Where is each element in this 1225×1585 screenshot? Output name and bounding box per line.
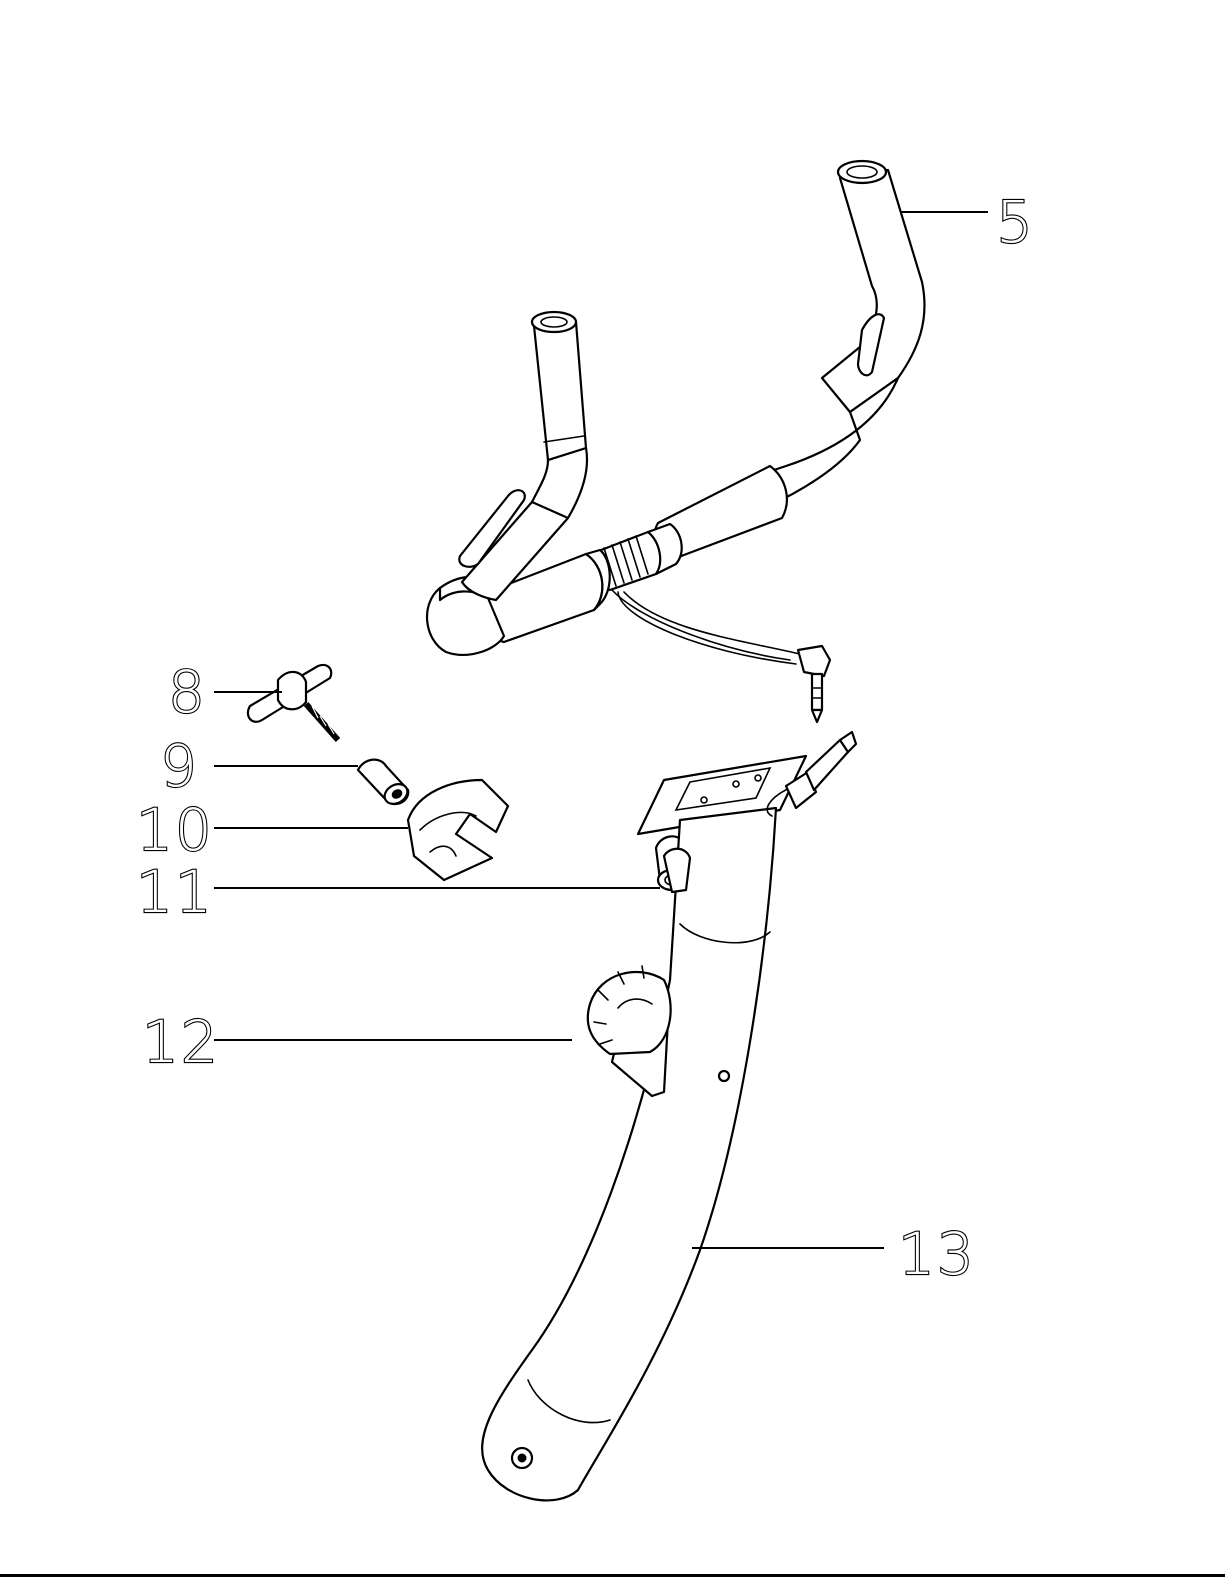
callout-5: 5 xyxy=(996,188,1035,256)
part-12-adjustment-knob xyxy=(588,966,671,1096)
part-10-clamp-bracket xyxy=(408,780,508,880)
callout-8: 8 xyxy=(168,658,207,726)
callout-10: 10 xyxy=(136,796,214,864)
bottom-border-rule xyxy=(0,1574,1225,1577)
callout-12: 12 xyxy=(142,1008,220,1076)
part-8-t-knob-bolt xyxy=(248,665,338,740)
part-5-handlebar xyxy=(427,161,924,722)
part-9-spacer-sleeve xyxy=(358,760,411,808)
callout-13: 13 xyxy=(898,1220,976,1288)
callout-9: 9 xyxy=(160,732,199,800)
callout-11: 11 xyxy=(136,858,214,926)
